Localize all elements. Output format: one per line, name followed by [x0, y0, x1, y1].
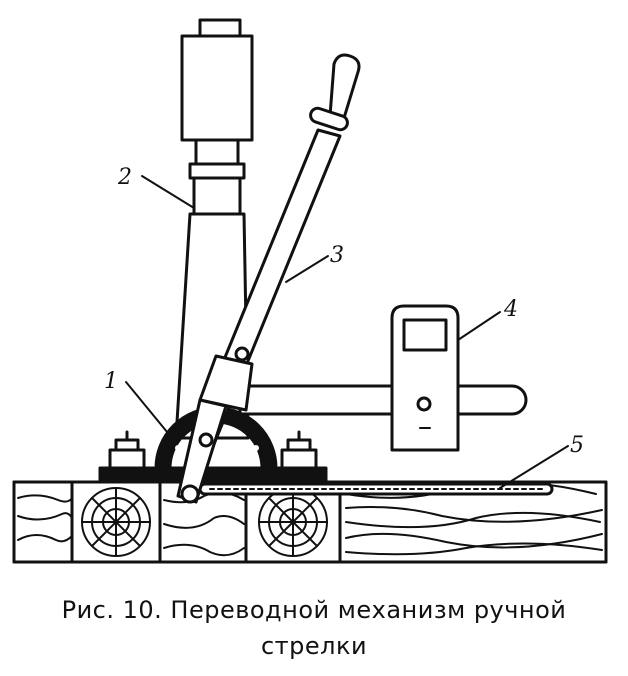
sector-quadrant: [154, 406, 278, 470]
base-plate: [98, 430, 328, 484]
horizontal-arm: [238, 384, 528, 416]
switch-rod: [198, 482, 554, 496]
bolt-right: [280, 430, 318, 470]
switch-mechanism-drawing: 2 1 3 4 5: [12, 18, 608, 564]
callout-3: 3: [330, 243, 344, 268]
leader-lines: [125, 175, 569, 489]
hand-lever: [176, 53, 361, 504]
bolt-left: [108, 430, 146, 470]
callout-5: 5: [570, 433, 584, 458]
callout-4: 4: [503, 297, 518, 322]
figure-caption: Рис. 10. Переводной механизм ручной стре…: [0, 592, 628, 664]
switch-indicator: [390, 304, 460, 452]
callout-2: 2: [117, 165, 132, 190]
caption-line-2: стрелки: [260, 632, 368, 660]
callout-1: 1: [104, 369, 118, 394]
caption-line-1: Рис. 10. Переводной механизм ручной: [61, 596, 567, 624]
